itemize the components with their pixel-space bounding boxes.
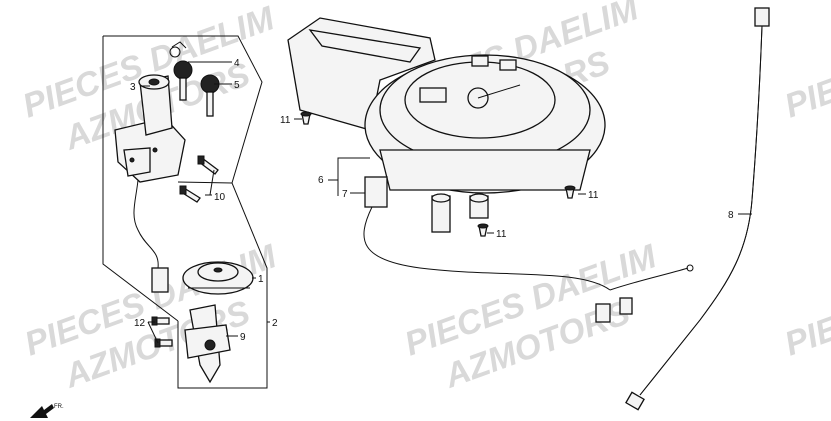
meter-harness <box>363 206 611 291</box>
fuel-cap <box>182 261 254 295</box>
callout-label: 9 <box>240 332 246 343</box>
watermark: PIECES <box>780 285 831 363</box>
meter-wire-branch <box>609 267 689 291</box>
callout-label: 1 <box>258 274 264 285</box>
callout-label: 6 <box>318 175 324 186</box>
direction-label: FR. <box>54 404 64 410</box>
callout-label: 10 <box>214 192 226 203</box>
callout-label: 5 <box>234 80 240 91</box>
callout-label: 8 <box>728 210 734 221</box>
meter-connector <box>364 176 388 208</box>
assembly-divider <box>177 181 233 184</box>
wire-terminal <box>686 264 694 272</box>
harness-plug <box>595 303 611 323</box>
callout-label: 11 <box>496 229 507 240</box>
key-set <box>169 41 220 117</box>
callout-label: 11 <box>588 190 599 201</box>
harness-plug <box>619 297 633 315</box>
assembly-outline <box>103 35 268 389</box>
leader-lines <box>140 61 752 344</box>
callout-label: 7 <box>342 189 348 200</box>
watermark: PIECES <box>780 47 831 125</box>
callout-label: 12 <box>134 318 146 329</box>
meter-screws <box>300 111 576 237</box>
callouts: 1 2 3 4 5 6 7 8 9 10 11 11 11 12 <box>130 58 734 343</box>
bolt-pair <box>179 155 219 203</box>
ignition-switch <box>114 74 186 183</box>
callout-label: 3 <box>130 82 136 93</box>
meter-assembly <box>287 17 606 233</box>
switch-harness <box>133 179 159 269</box>
speedometer-cable <box>625 7 770 411</box>
callout-label: 2 <box>272 318 278 329</box>
seat-lock <box>184 304 231 384</box>
callout-label: 11 <box>280 115 291 126</box>
callout-label: 4 <box>234 58 240 69</box>
switch-connector <box>151 267 169 293</box>
assembly-outline-left <box>102 36 179 322</box>
front-direction-marker: FR. <box>30 404 64 418</box>
